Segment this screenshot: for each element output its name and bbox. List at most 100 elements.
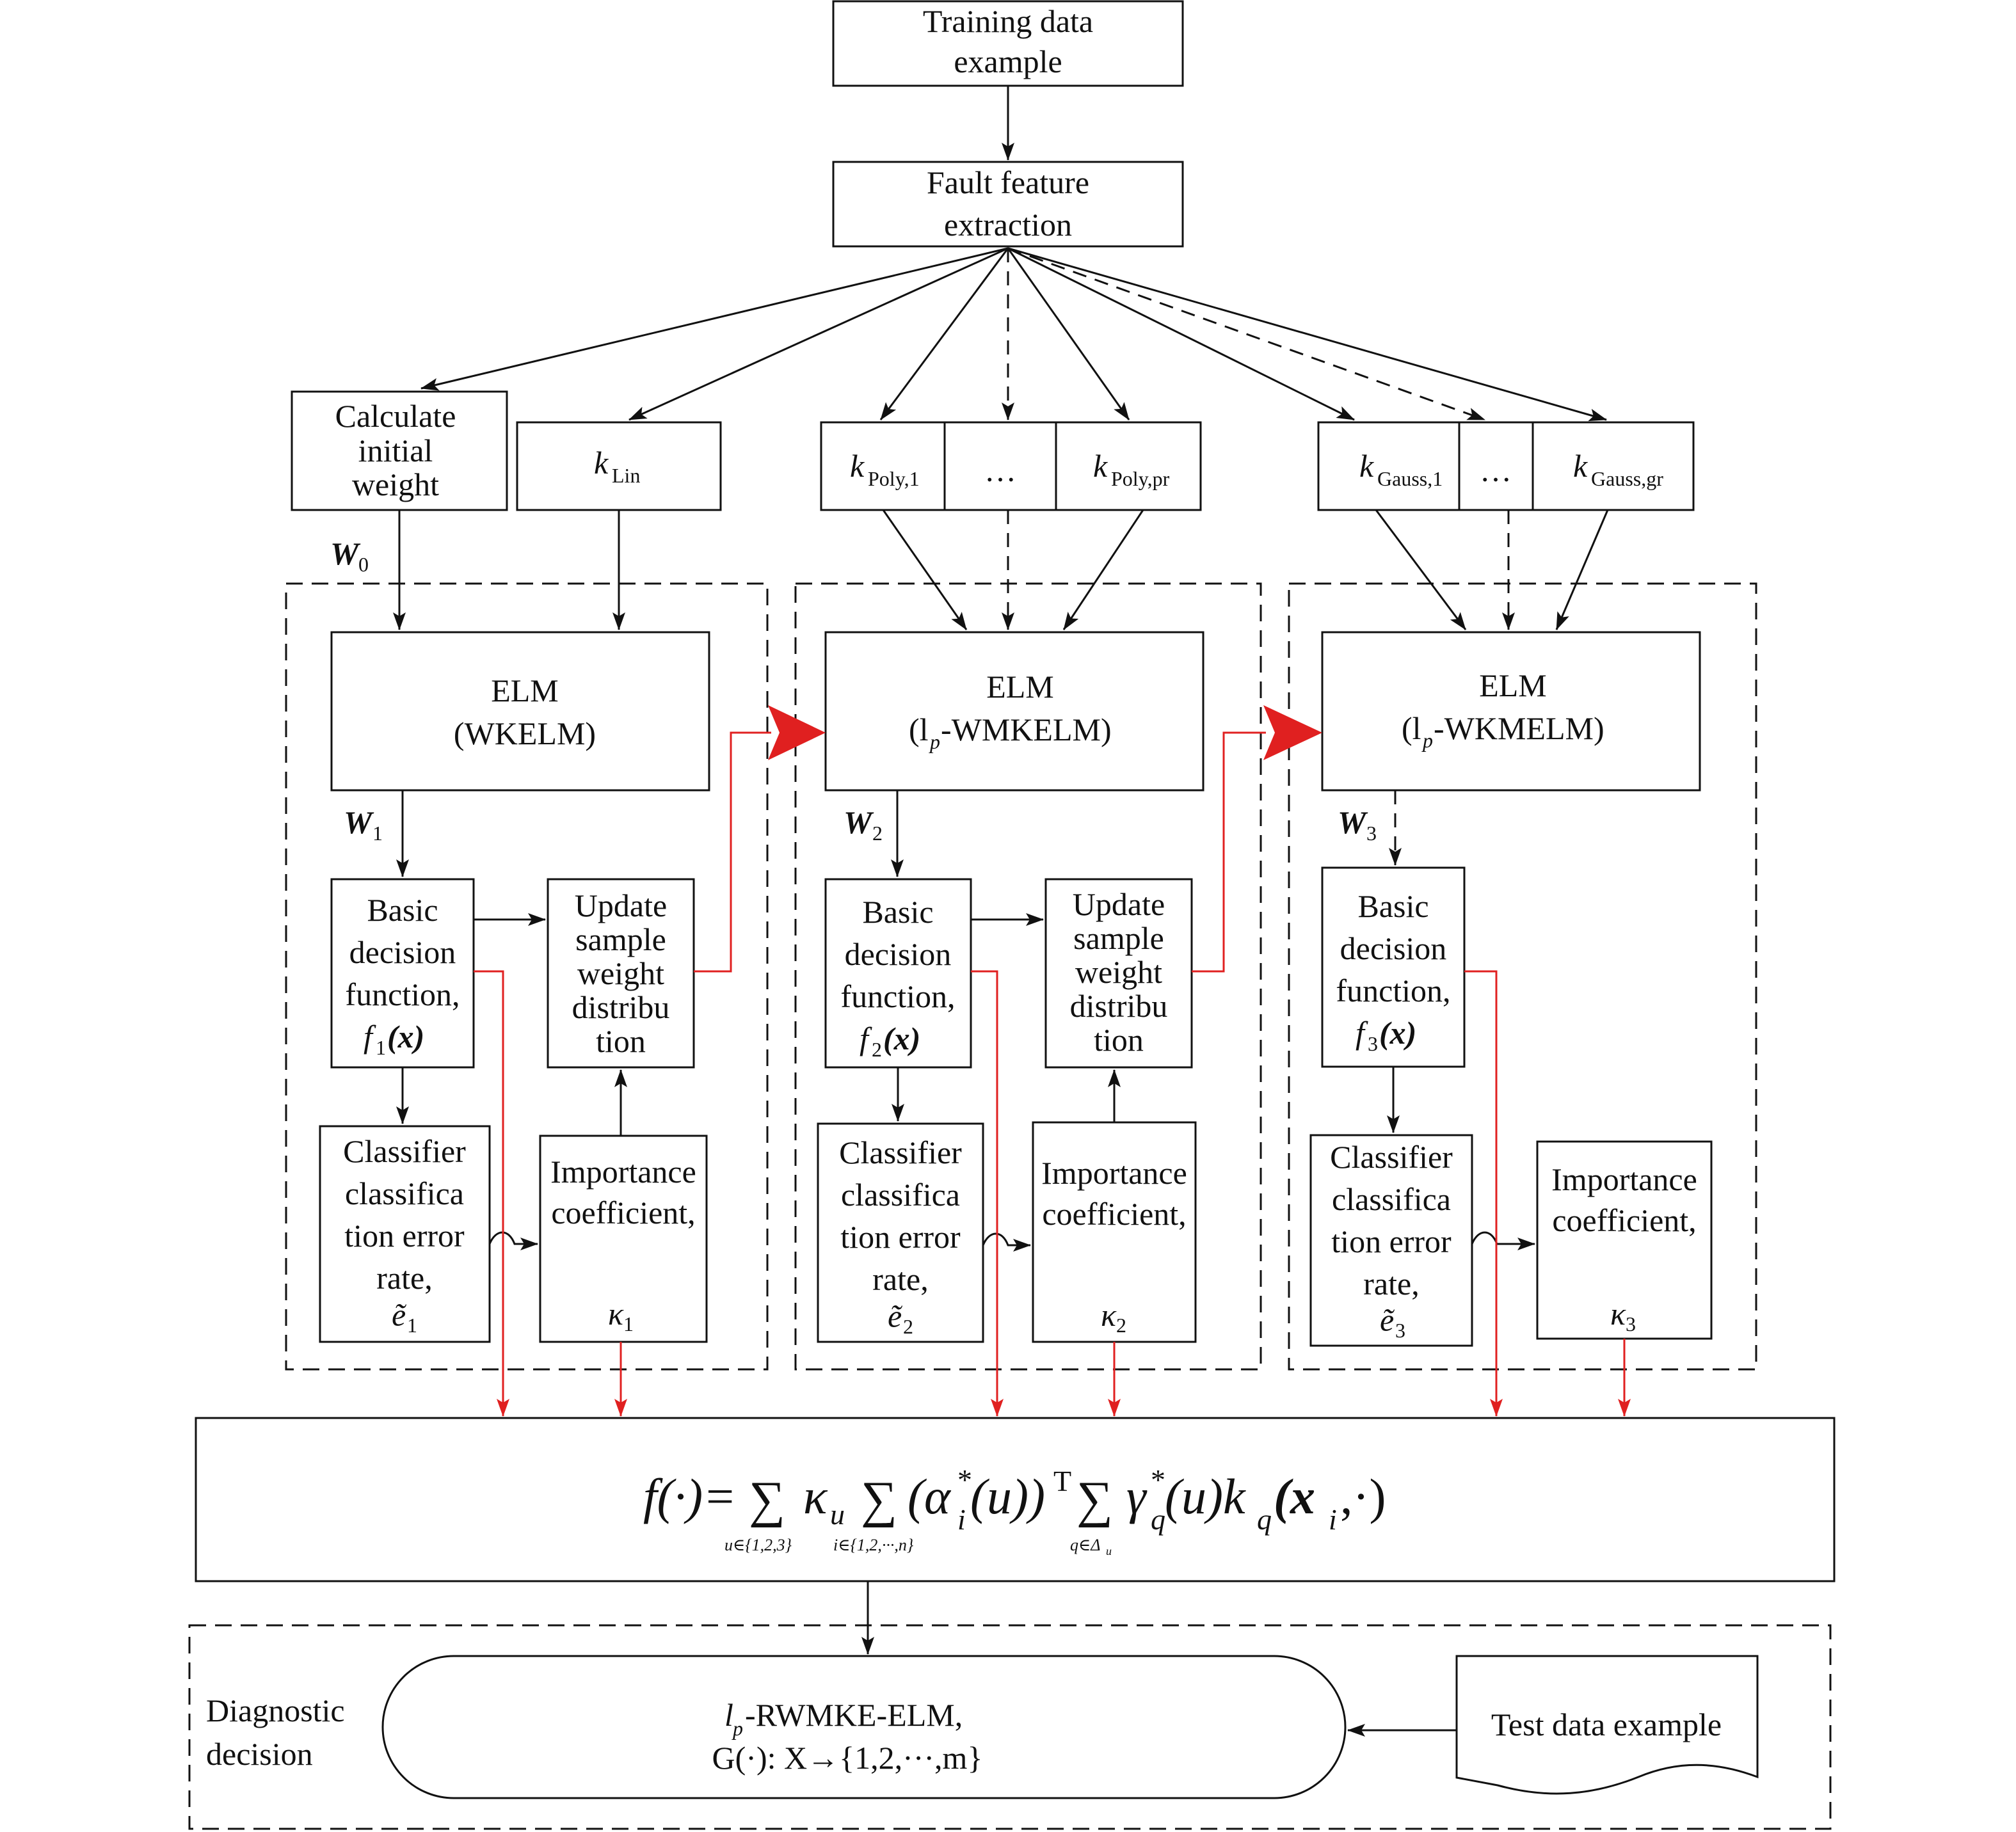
model-l: l [724,1697,733,1733]
arrow-kpoly1-to-elm2 [882,509,968,630]
imp-3-box [1536,1140,1713,1340]
imp-2-line-1: Importance [1041,1155,1187,1191]
update-1-line-4: distribu [572,989,670,1025]
update-1-line-5: tion [596,1023,646,1059]
stage-3-container [1288,582,1757,1371]
err-2-line-1: Classifier [839,1135,962,1170]
update-2-line-1: Update [1073,886,1165,922]
err-2-e: ẽ [888,1298,903,1334]
update-1-line-2: sample [575,921,666,957]
formula-kappa: κ [803,1469,828,1524]
formula-kx: (x [1274,1469,1315,1524]
arrow-to-klin [628,247,1009,421]
elm-3-title: ELM [1479,667,1547,703]
elm-3-l: (l [1402,710,1421,746]
arrow-to-kpoly1 [879,248,1009,420]
err-3-e: ẽ [1380,1302,1395,1338]
formula-sum-2: ∑ [861,1472,897,1528]
err-1-e: ẽ [392,1297,407,1333]
k-poly1-sub: Poly,1 [868,467,920,490]
imp-1-kappa: κ [608,1296,624,1332]
model-terminal: l p -RWMKE-ELM, G(·): X→{1,2,···,m} [381,1655,1347,1799]
formula-index-q-sub: u [1106,1545,1112,1557]
err-2-box [817,1122,984,1343]
err-3-line-3: tion error [1331,1223,1452,1259]
arrow-kpolypr-to-elm2 [1062,509,1144,630]
diagnostic-line-1: Diagnostic [206,1693,345,1728]
k-polypr-sub: Poly,pr [1111,467,1170,490]
err-1-line-1: Classifier [343,1133,466,1169]
update-1-line-1: Update [575,888,667,923]
elm-3-rest: -WKMELM) [1434,710,1604,746]
formula-alpha-T: T [1053,1465,1071,1497]
w2-label: W [844,804,874,840]
update-2-line-2: sample [1073,920,1164,956]
formula-gamma: γ [1126,1469,1148,1524]
basic-2-f-sub: 2 [872,1038,882,1061]
formula-kappa-sub: u [830,1498,845,1531]
basic-3-line-3: function, [1336,973,1450,1008]
w0-sub: 0 [358,553,369,576]
formula-gamma-arg: (u)k [1165,1469,1246,1524]
w1-sub: 1 [372,822,383,845]
stage-1: ELM (WKELM) W 1 Basic decision function,… [319,631,710,1343]
basic-3-line-2: decision [1340,930,1447,966]
red-line-update2-to-elm3 [1192,731,1266,973]
model-mapping: G(·): X→{1,2,···,m} [712,1740,983,1776]
err-2-line-3: tion error [840,1219,961,1255]
basic-2-line-1: Basic [862,894,933,930]
update-2-line-3: weight [1075,954,1162,990]
err-3-box [1309,1134,1473,1347]
k-poly-dots: … [984,452,1016,488]
elm-3-p: p [1421,729,1433,752]
k-gauss1-sub: Gauss,1 [1377,467,1443,490]
update-1-line-3: weight [577,955,664,991]
k-gauss-dots: … [1480,452,1512,488]
imp-3-line-2: coefficient, [1552,1202,1696,1238]
arrow-to-kgauss1 [1007,247,1355,421]
stage-2-container [794,582,1262,1371]
arrow-kgaussgr-to-elm3 [1555,509,1609,630]
basic-2-line-2: decision [845,936,952,972]
k-polypr-symbol: k [1093,448,1108,484]
model-p: p [732,1717,743,1740]
red-line-update1-to-elm2 [694,731,771,973]
formula-alpha: (α [908,1469,952,1524]
w3-sub: 3 [1366,822,1377,845]
training-line-2: example [954,44,1062,79]
formula-index-u: u∈{1,2,3} [724,1536,792,1554]
err-3-line-4: rate, [1363,1266,1419,1302]
basic-3-f-sub: 3 [1368,1032,1378,1055]
calc-initial-weight-box: Calculate initial weight [291,390,508,511]
w2-sub: 2 [872,822,883,845]
formula-gamma-sub: q [1151,1503,1165,1536]
elm-2-box [824,631,1204,792]
formula-alpha-sup: * [957,1463,972,1496]
err-1-box [319,1125,491,1343]
arrow-to-calc [420,247,1009,391]
err-2-line-2: classifica [841,1177,960,1213]
imp-2-kappa-sub: 2 [1116,1314,1126,1337]
err-1-e-sub: 1 [407,1314,417,1337]
test-data-document: Test data example [1455,1655,1759,1795]
imp-1-line-1: Importance [550,1154,696,1190]
imp-3-kappa: κ [1610,1296,1626,1332]
red-arrowhead-elm3 [1263,705,1322,760]
basic-3-box [1321,866,1466,1068]
imp-1-box [539,1135,708,1343]
arrow-kgauss1-to-elm3 [1375,509,1467,630]
k-poly-group: k Poly,1 … k Poly,pr [820,421,1202,511]
basic-2-box [824,878,972,1069]
update-2-line-5: tion [1094,1022,1144,1058]
arrow-to-kpolypr [1007,248,1130,420]
elm-2-p: p [929,730,940,753]
err-3-line-2: classifica [1332,1181,1451,1217]
red-arrowhead-elm2 [768,705,826,760]
err-1-line-4: rate, [376,1260,432,1296]
arrow-to-gauss-dots [1007,247,1485,421]
fanout-arrows [420,247,1607,422]
k-gauss-group: k Gauss,1 … k Gauss,gr [1317,421,1695,511]
red-arrow-basic1-to-formula [474,970,509,1417]
feedback-lines [474,705,1631,1417]
diagnostic-container [188,1624,1832,1830]
